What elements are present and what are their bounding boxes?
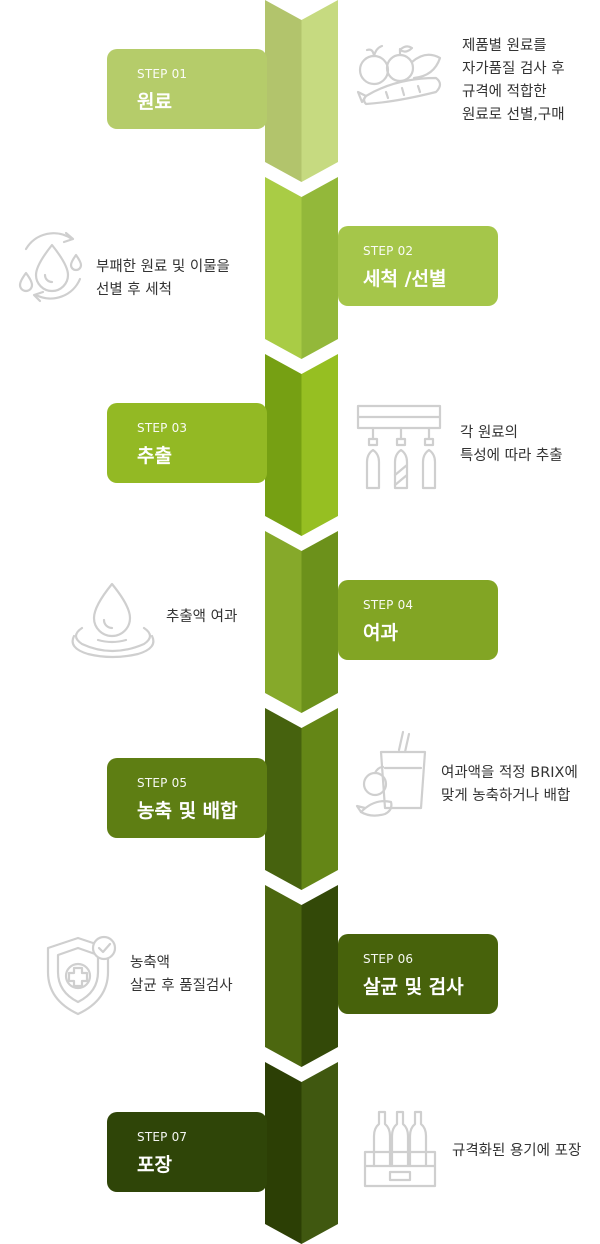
step-label: STEP 01 — [137, 67, 188, 81]
step-05-description: 여과액을 적정 BRIX에 맞게 농축하거나 배합 — [441, 765, 578, 804]
timeline-segment-2 — [265, 177, 338, 359]
timeline-segment-1 — [265, 0, 338, 182]
step-03-box: STEP 03 추출 — [107, 403, 267, 483]
step-06-description: 농축액 살균 후 품질검사 — [130, 955, 233, 994]
step-04-description: 추출액 여과 — [166, 609, 238, 625]
timeline-segment-3 — [265, 354, 338, 536]
step-01-box: STEP 01 원료 — [107, 49, 267, 129]
timeline-segment-5 — [265, 708, 338, 890]
step-02-box: STEP 02 세척 /선별 — [338, 226, 498, 306]
step-title: 여과 — [363, 622, 398, 644]
step-label: STEP 07 — [137, 1130, 188, 1144]
step-03-description: 각 원료의 특성에 따라 추출 — [460, 425, 563, 464]
water-recycle-icon — [12, 225, 92, 305]
timeline-segment-6 — [265, 885, 338, 1067]
timeline-segment-4 — [265, 531, 338, 713]
timeline-segment-7 — [265, 1062, 338, 1244]
step-title: 농축 및 배합 — [137, 800, 238, 822]
step-07-box: STEP 07 포장 — [107, 1112, 267, 1192]
step-02-description: 부패한 원료 및 이물을 선별 후 세척 — [96, 259, 230, 298]
step-label: STEP 03 — [137, 421, 188, 435]
step-label: STEP 05 — [137, 776, 188, 790]
bottle-crate-icon — [362, 1106, 438, 1190]
step-label: STEP 04 — [363, 598, 414, 612]
step-label: STEP 02 — [363, 244, 414, 258]
step-06-box: STEP 06 살균 및 검사 — [338, 934, 498, 1014]
shield-check-icon — [44, 934, 120, 1018]
step-title: 살균 및 검사 — [363, 976, 464, 998]
step-title: 원료 — [137, 91, 172, 113]
step-01-description: 제품별 원료를 자가품질 검사 후 규격에 적합한 원료로 선별,구매 — [462, 38, 565, 123]
step-07-description: 규격화된 용기에 포장 — [452, 1143, 582, 1159]
step-title: 추출 — [137, 445, 172, 467]
juice-icon — [355, 728, 433, 824]
step-label: STEP 06 — [363, 952, 414, 966]
extraction-machine-icon — [355, 403, 445, 491]
step-title: 세척 /선별 — [363, 268, 447, 290]
water-drop-icon — [68, 580, 158, 660]
step-title: 포장 — [137, 1154, 172, 1176]
step-05-box: STEP 05 농축 및 배합 — [107, 758, 267, 838]
step-04-box: STEP 04 여과 — [338, 580, 498, 660]
vegetables-icon — [352, 40, 447, 110]
